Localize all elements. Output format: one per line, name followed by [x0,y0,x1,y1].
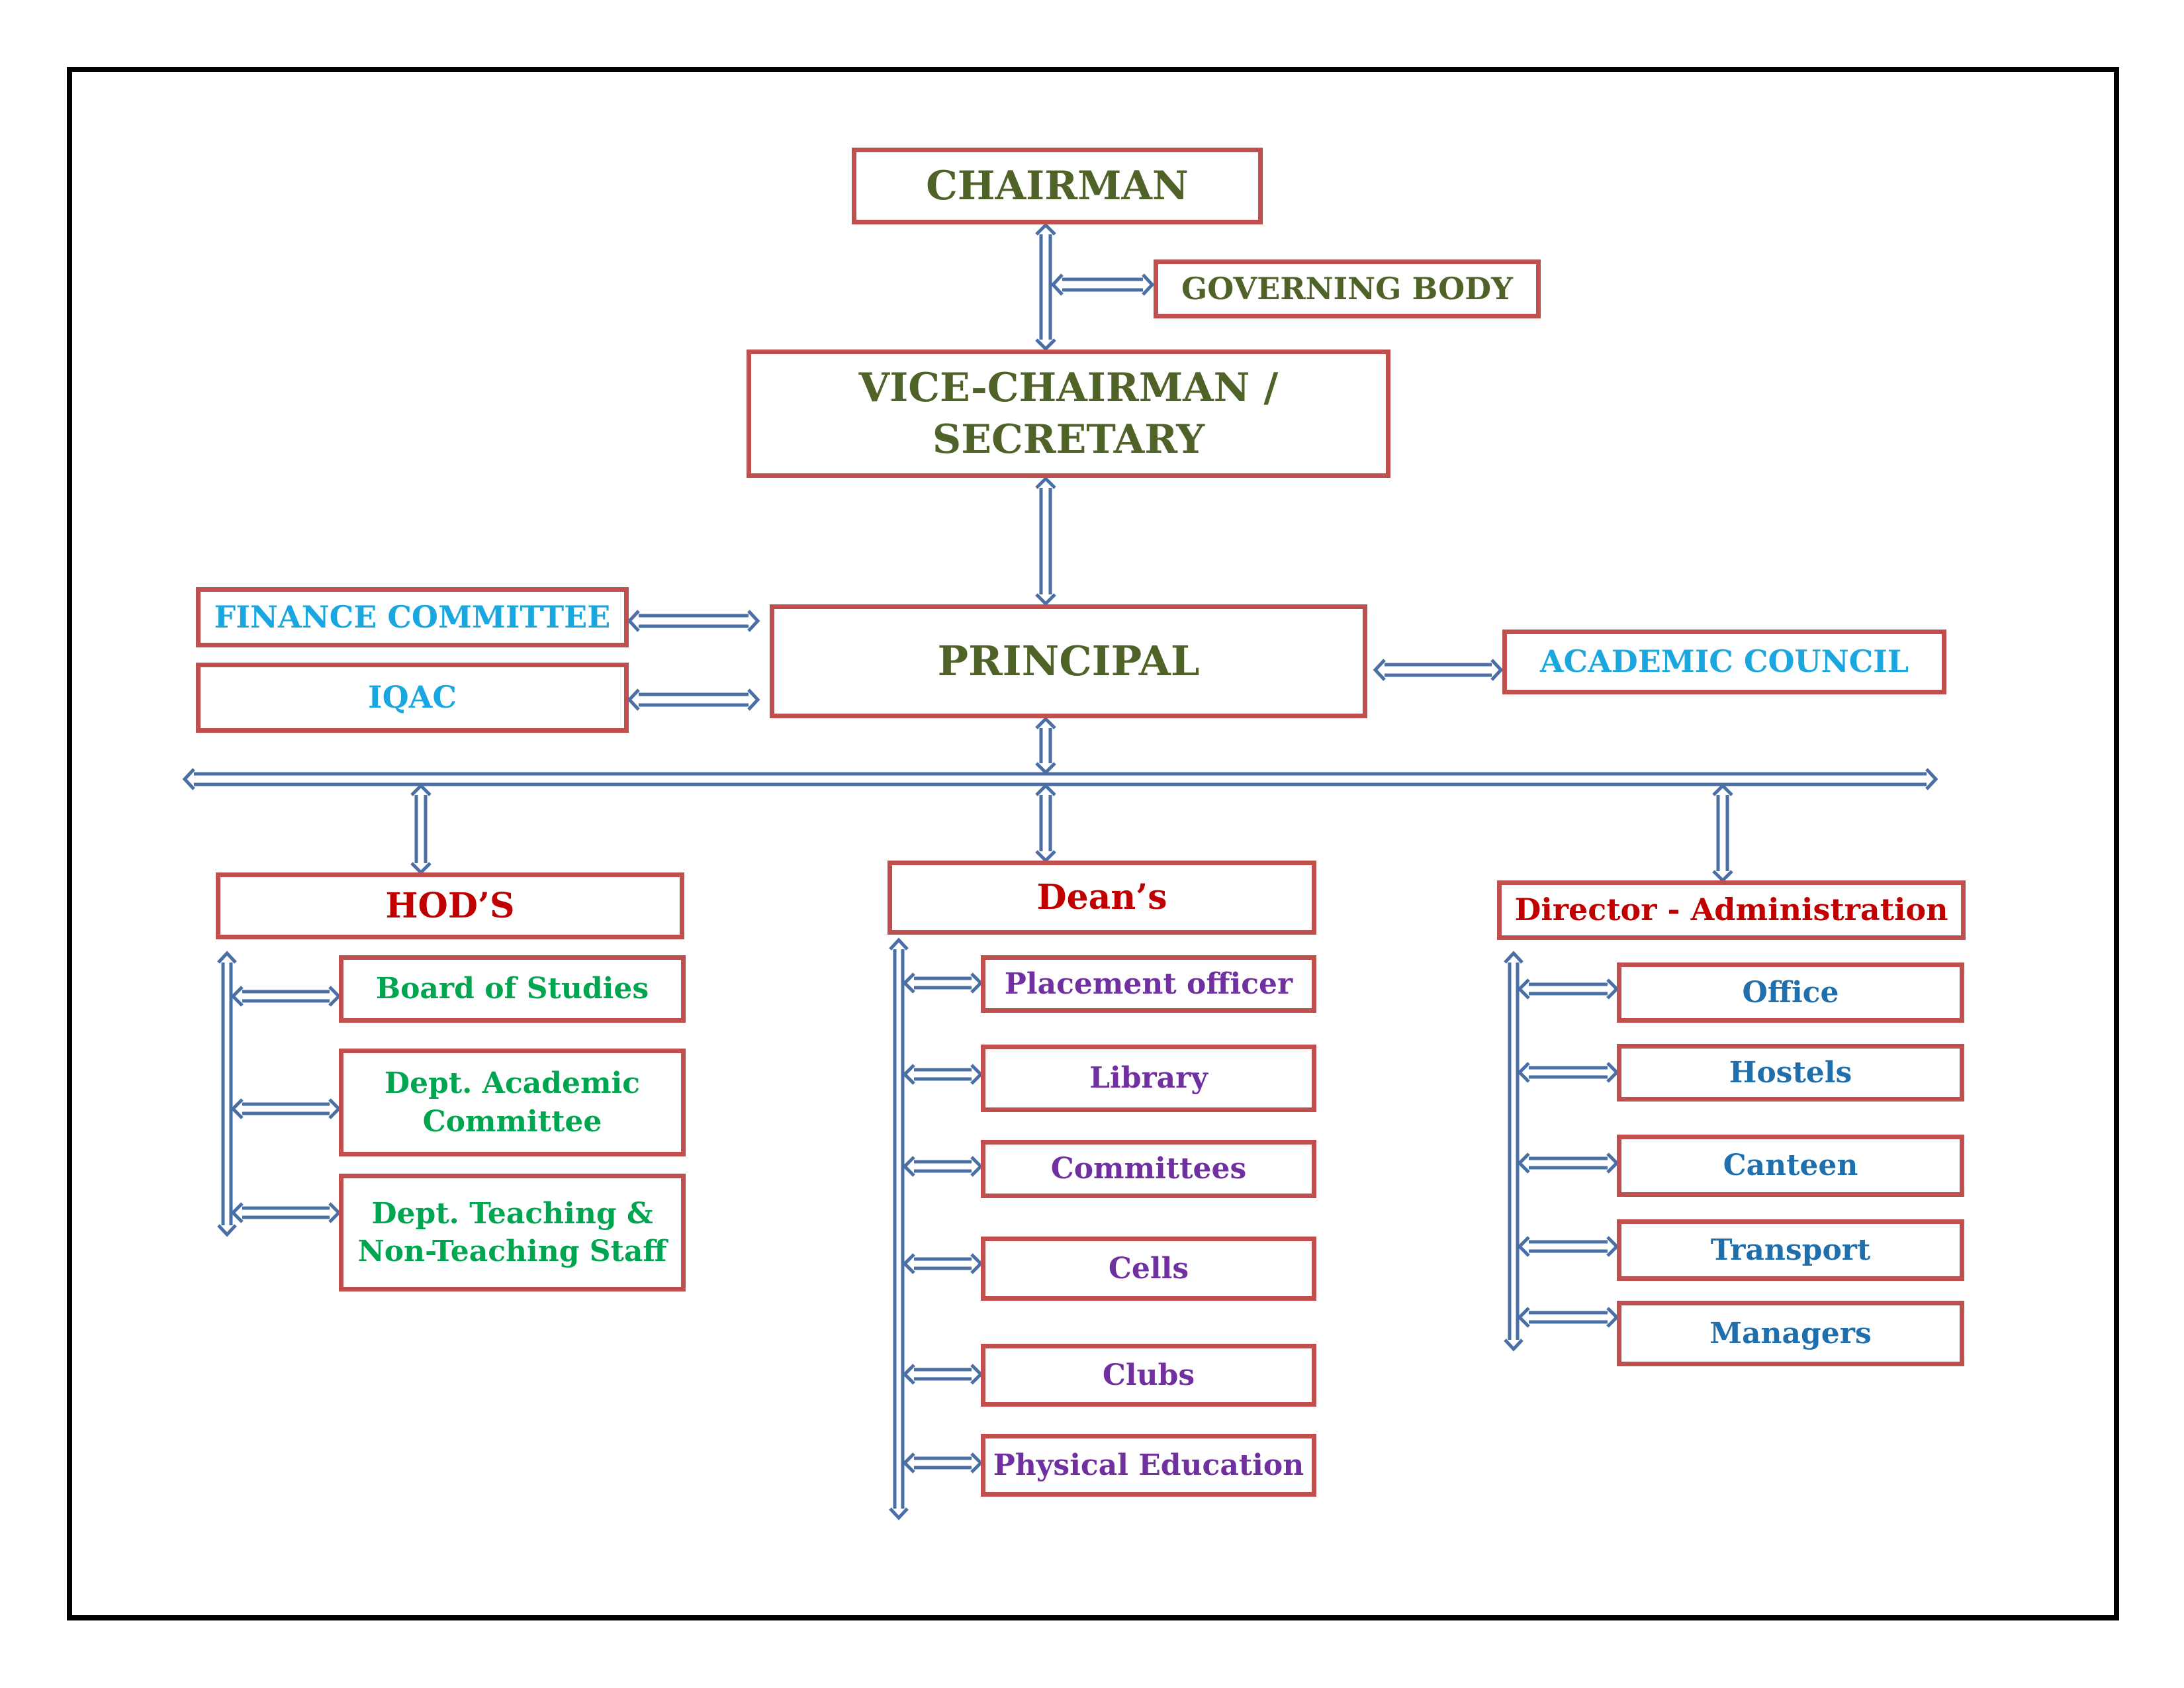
arrow-dean-branch [902,1064,983,1085]
arrow-principal-bus [1035,716,1056,775]
admin-item-label: Canteen [1723,1149,1858,1183]
arrow-dean-branch [902,1156,983,1177]
dean-item-label: Committees [1050,1152,1247,1186]
arrow-admin-branch [1517,978,1619,1000]
deans-title: Dean’s [1036,877,1167,918]
admin-item-label: Office [1742,975,1839,1009]
arrow-dean-branch [902,1452,983,1474]
arrow-admin-spine [1504,951,1524,1352]
director-administration-title: Director - Administration [1514,892,1948,928]
admin-item-hostels: Hostels [1617,1044,1964,1102]
admin-item-label: Managers [1709,1316,1872,1350]
dean-item-committees: Committees [981,1140,1316,1198]
arrow-admin-branch [1517,1152,1619,1174]
hod-item-dept-academic-committee: Dept. Academic Committee [339,1049,686,1156]
arrow-finance-committee [627,610,760,632]
arrow-iqac [627,688,760,711]
page-frame [67,67,2119,1620]
arrow-to-hods [410,783,432,875]
arrow-vice-principal [1035,476,1056,606]
arrow-dean-branch [902,1253,983,1274]
dean-item-label: Cells [1108,1251,1189,1286]
dean-item-label: Physical Education [993,1448,1304,1482]
deans-box: Dean’s [887,861,1316,935]
governing-body-box: GOVERNING BODY [1154,259,1541,318]
arrow-to-director [1712,783,1733,883]
arrow-admin-branch [1517,1236,1619,1257]
dean-item-clubs: Clubs [981,1344,1316,1407]
arrow-chairman-vice [1035,222,1056,352]
dean-item-cells: Cells [981,1237,1316,1301]
dean-item-label: Clubs [1102,1358,1195,1392]
chairman-label: CHAIRMAN [926,163,1189,209]
dean-item-placement-officer: Placement officer [981,955,1316,1013]
arrow-dean-branch [902,1364,983,1385]
finance-committee-label: FINANCE COMMITTEE [214,598,611,635]
arrow-hods-spine [217,951,237,1237]
hod-item-label: Board of Studies [375,972,649,1006]
hods-title: HOD’S [385,885,515,926]
admin-item-label: Hostels [1729,1055,1852,1090]
arrow-admin-branch [1517,1307,1619,1328]
academic-council-box: ACADEMIC COUNCIL [1502,630,1946,694]
principal-label: PRINCIPAL [937,636,1200,685]
principal-box: PRINCIPAL [770,604,1367,718]
arrow-hod-branch [230,1202,341,1223]
arrow-hod-branch [230,1098,341,1119]
hod-item-dept-staff: Dept. Teaching & Non-Teaching Staff [339,1174,686,1291]
director-administration-box: Director - Administration [1497,880,1966,940]
dean-item-label: Library [1089,1061,1208,1096]
arrow-governing-body [1050,273,1155,296]
admin-item-transport: Transport [1617,1219,1964,1281]
admin-item-label: Transport [1710,1233,1871,1267]
admin-item-office: Office [1617,962,1964,1023]
arrow-dean-branch [902,972,983,994]
arrow-deans-spine [889,937,909,1521]
arrow-admin-branch [1517,1062,1619,1083]
arrow-to-deans [1035,783,1056,863]
hod-item-label: Dept. Teaching & Non-Teaching Staff [357,1196,667,1268]
governing-body-label: GOVERNING BODY [1181,270,1513,306]
finance-committee-box: FINANCE COMMITTEE [196,587,629,647]
dean-item-library: Library [981,1045,1316,1112]
hod-item-label: Dept. Academic Committee [384,1066,641,1139]
arrow-hod-branch [230,986,341,1007]
arrow-main-bus [182,768,1938,790]
admin-item-canteen: Canteen [1617,1135,1964,1197]
dean-item-physical-education: Physical Education [981,1434,1316,1497]
admin-item-managers: Managers [1617,1301,1964,1366]
arrow-academic-council [1373,659,1504,681]
chairman-box: CHAIRMAN [852,148,1263,224]
vice-chairman-box: VICE-CHAIRMAN / SECRETARY [747,350,1390,478]
academic-council-label: ACADEMIC COUNCIL [1539,643,1909,680]
hods-box: HOD’S [216,872,684,939]
iqac-box: IQAC [196,663,629,733]
vice-chairman-label: VICE-CHAIRMAN / SECRETARY [858,365,1279,463]
dean-item-label: Placement officer [1004,966,1293,1001]
iqac-label: IQAC [368,679,457,716]
hod-item-board-of-studies: Board of Studies [339,955,686,1023]
